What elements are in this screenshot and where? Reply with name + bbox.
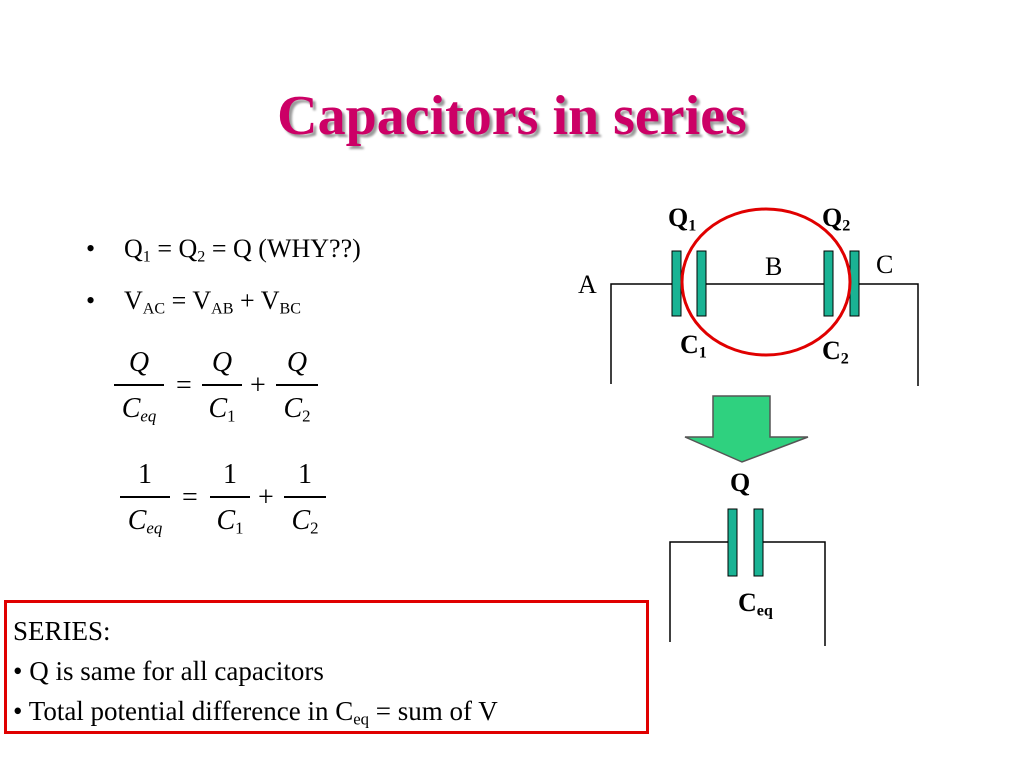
top-circuit-wires	[610, 283, 919, 386]
summary-line-voltage: • Total potential difference in Ceq = su…	[13, 696, 498, 729]
bullet-charge-equality: •Q1 = Q2 = Q (WHY??)	[86, 234, 361, 266]
eq1-plus: +	[250, 370, 266, 401]
charge-label-q1: Q1	[668, 203, 697, 235]
capacitor-ceq-plates	[727, 508, 764, 577]
node-label-c: C	[876, 250, 894, 279]
capacitor-label-ceq: Ceq	[738, 588, 773, 620]
capacitor-c2-plates	[823, 250, 860, 317]
down-arrow	[684, 395, 809, 463]
charge-label-q2: Q2	[822, 203, 851, 235]
node-label-b: B	[765, 252, 783, 281]
bottom-circuit-wires	[669, 541, 826, 646]
slide-title: Capacitors in series	[277, 85, 747, 147]
eq1-term1-fraction: Q C1	[202, 346, 242, 426]
eq2-term2-fraction: 1 C2	[284, 458, 326, 538]
summary-heading: SERIES:	[13, 616, 111, 646]
eq1-lhs-fraction: Q Ceq	[114, 346, 164, 426]
eq2-lhs-fraction: 1 Ceq	[120, 458, 170, 538]
highlight-circle	[680, 207, 852, 357]
eq2-equals: =	[182, 482, 198, 513]
eq2-term1-fraction: 1 C1	[210, 458, 250, 538]
capacitor-c1-plates	[671, 250, 707, 317]
series-summary-box: SERIES: • Q is same for all capacitors •…	[4, 600, 649, 734]
capacitor-label-c1: C1	[680, 330, 707, 362]
eq1-equals: =	[176, 370, 192, 401]
eq1-term2-fraction: Q C2	[276, 346, 318, 426]
bullet-voltage-sum: •VAC = VAB + VBC	[86, 286, 302, 318]
node-label-a: A	[578, 270, 597, 299]
summary-line-charge: • Q is same for all capacitors	[13, 656, 324, 686]
eq2-plus: +	[258, 482, 274, 513]
charge-label-q: Q	[730, 468, 751, 497]
capacitor-label-c2: C2	[822, 336, 849, 368]
